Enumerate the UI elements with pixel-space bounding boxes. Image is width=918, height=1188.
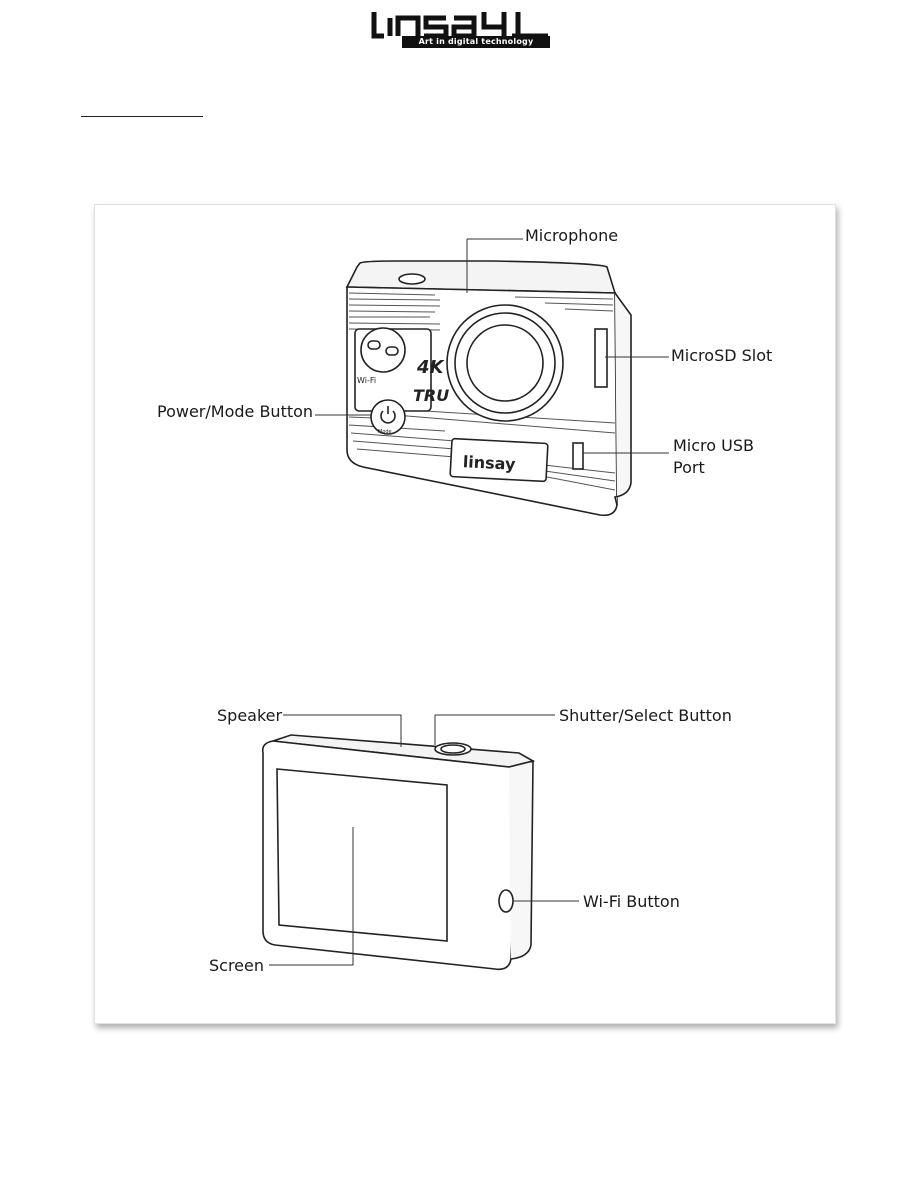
camera-front-view xyxy=(345,260,632,517)
microphone-label: Microphone xyxy=(525,226,619,245)
camera-diagram-frame: Wi-Fi 4K TRU Mode linsay xyxy=(94,204,836,1024)
micro-usb-port-label-line2: Port xyxy=(673,458,705,477)
power-mode-button-label: Power/Mode Button xyxy=(157,402,314,421)
section-heading-underline xyxy=(81,116,203,117)
true-badge: TRU xyxy=(413,386,449,405)
shutter-select-button-label: Shutter/Select Button xyxy=(559,706,732,725)
speaker-leader xyxy=(283,714,402,747)
screen-label: Screen xyxy=(209,956,265,975)
camera-diagram: Wi-Fi 4K TRU Mode linsay xyxy=(261,238,669,971)
shutter-leader xyxy=(434,714,555,745)
camera-back-view xyxy=(261,734,536,971)
wifi-button-label: Wi-Fi Button xyxy=(583,892,680,911)
screen-leader xyxy=(269,827,354,966)
power-button-marking: Mode xyxy=(378,429,392,435)
speaker-label: Speaker xyxy=(217,706,283,725)
logo-tagline: Art in digital technology xyxy=(402,36,550,48)
wifi-marking: Wi-Fi xyxy=(357,376,376,385)
4k-badge: 4K xyxy=(416,357,446,378)
brand-plate-marking: linsay xyxy=(462,452,516,474)
micro-usb-port-label-line1: Micro USB xyxy=(673,436,754,455)
microsd-slot-label: MicroSD Slot xyxy=(671,346,773,365)
